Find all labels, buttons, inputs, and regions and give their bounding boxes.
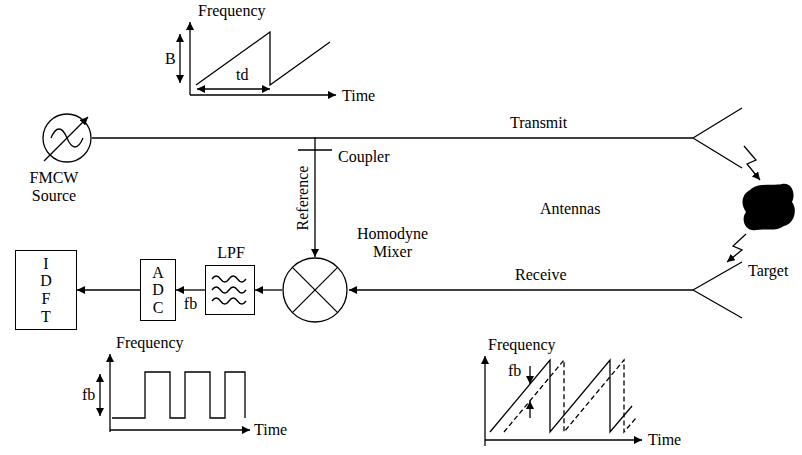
transmitted-chirp — [490, 360, 632, 432]
frequency-axis — [109, 354, 110, 432]
idft-box: I D F T — [15, 250, 77, 330]
annotation: td — [236, 66, 248, 84]
node-label: I D F T — [40, 255, 53, 325]
fmcw-source: FMCW Source — [42, 113, 92, 163]
transmitted-wave — [744, 146, 760, 180]
mixer-cross — [292, 267, 337, 312]
low-pass-filter-outline — [206, 266, 256, 316]
annotation: Time — [342, 87, 375, 105]
source-circle — [43, 114, 91, 162]
beat-frequency-trace — [112, 372, 245, 418]
annotation: Antennas — [540, 200, 600, 218]
signal-connector — [255, 289, 282, 290]
received-chirp — [504, 360, 636, 432]
node-label: LPF — [206, 244, 256, 262]
filter-wave — [212, 276, 246, 282]
signal-connector — [77, 289, 140, 290]
chirp-sawtooth — [196, 32, 330, 85]
receive-antenna — [693, 262, 742, 318]
connector-label: fb — [182, 295, 199, 313]
node-label: FMCW Source — [14, 169, 94, 206]
annotation: B — [165, 50, 176, 68]
connector-label: Reference — [294, 163, 312, 232]
annotation: Time — [254, 421, 287, 439]
time-axis — [485, 439, 642, 440]
mixer-circle — [283, 258, 347, 322]
node-label: Homodyne Mixer — [350, 225, 435, 262]
annotation: Frequency — [488, 336, 556, 354]
time-axis — [190, 94, 336, 95]
signal-connector — [176, 289, 205, 290]
annotation: Transmit — [510, 114, 567, 132]
beat-arrow — [529, 401, 530, 418]
time-axis — [110, 429, 250, 430]
duration-arrow — [197, 88, 270, 89]
frequency-axis — [189, 22, 190, 95]
bandwidth-arrow — [179, 34, 180, 83]
transmit-antenna — [693, 108, 742, 168]
mixer-symbol: Homodyne Mixer — [282, 257, 348, 323]
target-blob — [743, 184, 795, 230]
annotation: Time — [648, 431, 681, 449]
low-pass-filter: LPF — [205, 265, 255, 315]
filter-wave — [212, 298, 246, 304]
annotation: Receive — [515, 266, 567, 284]
beat-arrow — [529, 366, 530, 384]
signal-connector — [92, 138, 315, 257]
annotation: Frequency — [198, 2, 266, 20]
receive-line — [349, 289, 693, 290]
annotation: fb — [508, 362, 521, 380]
filter-wave — [212, 287, 246, 293]
tuning-arrow — [44, 117, 88, 161]
node-label: Target — [748, 262, 788, 280]
target-outline — [740, 182, 796, 232]
target: Target — [740, 182, 796, 232]
frequency-axis — [484, 356, 485, 446]
adc-box: A D C — [140, 259, 176, 322]
node-label: A D C — [152, 264, 165, 317]
annotation: Coupler — [338, 148, 390, 166]
annotation: Frequency — [116, 334, 184, 352]
transmit-line — [315, 137, 693, 138]
annotation: fb — [82, 386, 95, 404]
beat-arrow — [99, 374, 100, 416]
mixer-symbol-outline — [282, 257, 348, 323]
reflected-wave — [727, 234, 746, 262]
fmcw-source-outline — [42, 113, 92, 163]
